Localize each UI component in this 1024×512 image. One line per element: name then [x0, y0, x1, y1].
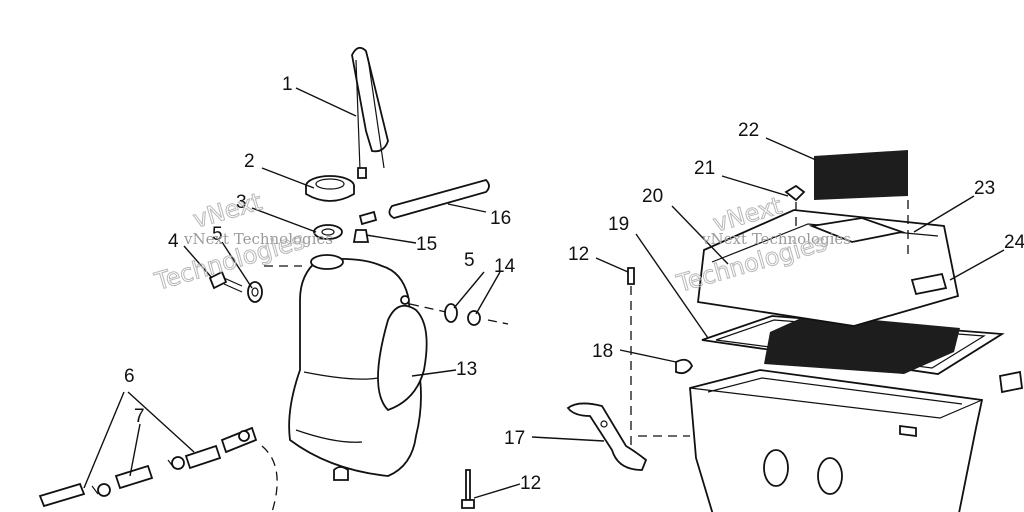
callout-12b: 12: [520, 473, 541, 494]
foam-filter: [764, 314, 960, 374]
callout-20: 20: [642, 186, 663, 207]
callout-5a: 5: [212, 224, 223, 245]
callout-14: 14: [494, 256, 516, 277]
callout-1: 1: [282, 74, 293, 95]
callout-13: 13: [456, 359, 477, 380]
mounting-bolt: [208, 270, 243, 293]
callout-19: 19: [608, 214, 629, 235]
callout-15: 15: [416, 234, 437, 255]
svg-text:vNext Technologies: vNext Technologies: [183, 230, 333, 248]
cap-gasket: [313, 224, 343, 240]
fuel-cap: [305, 175, 355, 202]
fuel-hose: [388, 178, 490, 219]
callout-22: 22: [738, 120, 759, 141]
callout-16: 16: [490, 208, 511, 229]
leader-lines: [83, 87, 1005, 499]
callout-2: 2: [244, 151, 255, 172]
callout-3: 3: [236, 192, 247, 213]
cover-fitting: [784, 184, 806, 226]
airbox-base: [689, 369, 1023, 512]
callout-17: 17: [504, 428, 525, 449]
breather-hose: [351, 46, 389, 179]
mounting-bracket: [566, 402, 648, 471]
bolt-upper: [627, 267, 635, 446]
fuel-line-assembly: [38, 426, 258, 508]
pre-filter: [814, 150, 908, 200]
callout-23: 23: [974, 178, 995, 199]
bolt-bottom: [461, 469, 475, 509]
callout-24: 24: [1004, 232, 1024, 253]
svg-text:vNext Technologies: vNext Technologies: [701, 230, 851, 248]
svg-text:vNext: vNext: [190, 188, 265, 234]
fuel-tank: [288, 254, 428, 481]
grommet-right: [444, 303, 481, 326]
callout-12a: 12: [568, 244, 589, 265]
callout-21: 21: [694, 158, 715, 179]
retaining-clip: [675, 358, 694, 375]
fuel-fitting: [352, 210, 378, 243]
callout-4: 4: [168, 231, 179, 252]
callout-6: 6: [124, 366, 135, 387]
callout-18: 18: [592, 341, 613, 362]
callout-5b: 5: [464, 250, 475, 271]
callout-7: 7: [134, 406, 145, 427]
airbox-cover: [697, 209, 960, 327]
